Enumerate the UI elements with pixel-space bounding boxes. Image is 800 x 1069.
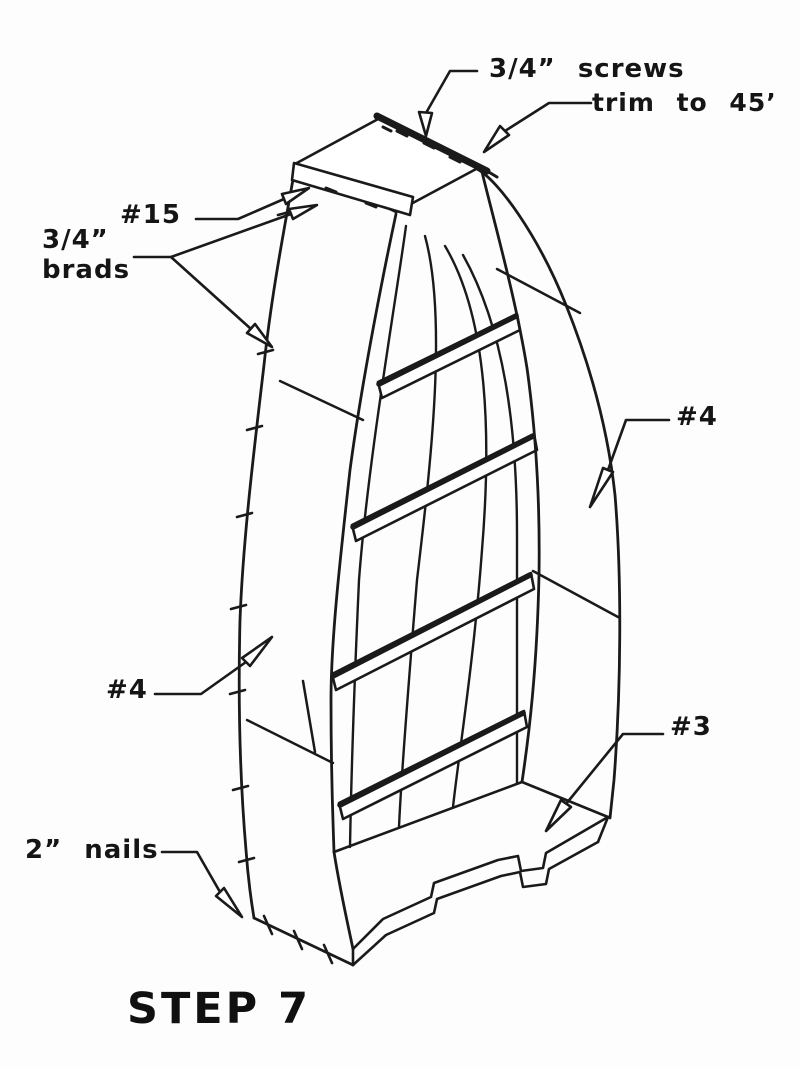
battens: [330, 312, 539, 821]
bow-transom-board: [290, 112, 499, 217]
leader-part15: [194, 186, 311, 221]
label-trim-45: trim to 45’: [592, 88, 777, 117]
arrowhead: [245, 322, 274, 349]
transom-notched-edge-upper: [351, 815, 610, 951]
leader-screws: [417, 69, 479, 138]
panel-seam: [278, 379, 365, 422]
brad-marks: [324, 186, 378, 209]
trimmed-45-edge: [373, 112, 491, 175]
batten-3: [330, 571, 536, 692]
arrowhead: [287, 203, 319, 221]
bottom-left-edge: [252, 916, 355, 967]
leader-trim: [482, 101, 593, 154]
arrowhead: [482, 124, 511, 154]
arrowhead: [417, 110, 434, 138]
panel-seam: [301, 679, 317, 754]
label-part4-right: #4: [676, 402, 718, 432]
plank-seam: [348, 224, 408, 849]
screw-marks: [381, 125, 462, 164]
keel-corner-edge: [332, 850, 355, 951]
left-sheer-line: [237, 166, 297, 920]
panel-seam: [495, 267, 582, 315]
batten-2: [350, 432, 539, 543]
right-sheer-line: [475, 167, 622, 820]
arrowhead: [588, 466, 615, 509]
plank-seam: [443, 244, 488, 809]
left-chine-line: [329, 212, 398, 854]
side-panel-seams: [245, 267, 620, 765]
nail-tick-marks: [228, 209, 334, 965]
bow-board-strip: [290, 161, 415, 217]
leader-part3: [544, 732, 665, 833]
leader-brads: [132, 203, 319, 349]
hull-outline: [237, 166, 622, 967]
batten-4: [337, 709, 529, 821]
panel-seam: [245, 718, 335, 765]
batten-1: [376, 312, 522, 400]
step-title: STEP 7: [127, 984, 312, 1034]
transom-notched-edge-lower: [351, 840, 600, 967]
label-brads: 3/4” brads: [42, 225, 131, 285]
label-nails: 2” nails: [25, 835, 159, 865]
arrowhead: [240, 635, 274, 668]
planking-aft-edge: [332, 780, 524, 854]
label-part15: #15: [120, 200, 181, 230]
arrowhead: [280, 186, 311, 206]
right-chine-line: [480, 170, 541, 784]
label-part4-left: #4: [106, 675, 148, 705]
leader-part4-right: [588, 418, 671, 509]
label-screws: 3/4” screws: [489, 54, 685, 84]
plank-seam: [397, 234, 438, 829]
leader-nails: [160, 850, 244, 919]
label-part3: #3: [670, 712, 712, 742]
stern-transom: [332, 780, 610, 967]
trimmed-edge-tail: [485, 169, 499, 179]
arrowhead: [214, 886, 244, 919]
panel-seam: [531, 569, 620, 619]
arrowhead: [544, 798, 573, 833]
leader-part4-left: [153, 635, 274, 696]
leaders: [132, 69, 671, 919]
